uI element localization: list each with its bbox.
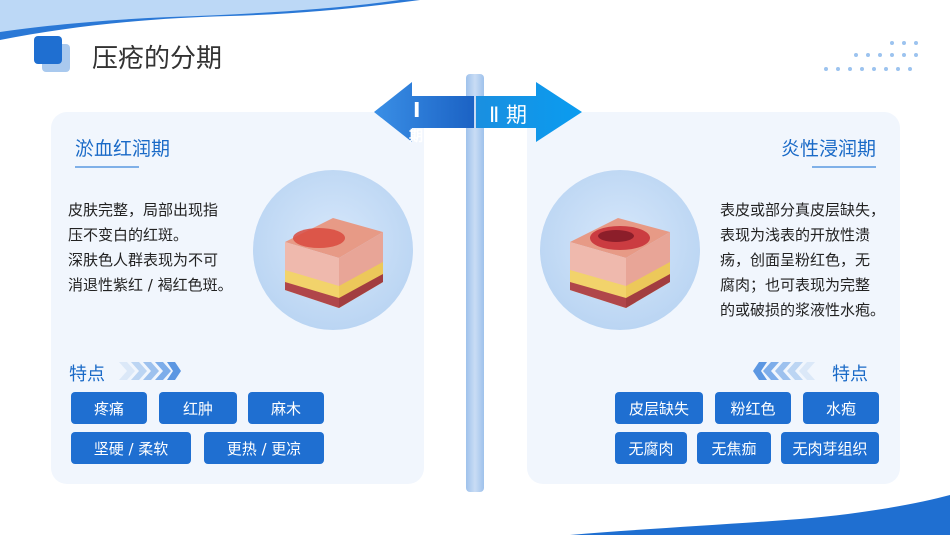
description-line: 压不变白的红斑。	[68, 226, 189, 244]
tag-firmness: 坚硬 / 柔软	[71, 432, 191, 464]
stage-1-title: 淤血红润期	[75, 138, 171, 160]
tag-blister: 水疱	[803, 392, 879, 424]
tag-numbness: 麻木	[248, 392, 324, 424]
tag-skin-loss: 皮层缺失	[615, 392, 703, 424]
description-line: 表皮或部分真皮层缺失，	[720, 201, 886, 219]
stage-2-title-underline	[812, 166, 876, 168]
stage-1-card: 淤血红润期 皮肤完整，局部出现指 压不变白的红斑。 深肤色人群表现为不可 消退性…	[51, 112, 424, 484]
stage-1-arrow-label[interactable]: Ⅰ	[413, 98, 421, 122]
description-line: 疡，创面呈粉红色，无	[720, 251, 871, 269]
bottom-wave-decoration	[570, 495, 950, 535]
top-wave-decoration	[0, 0, 420, 40]
stage-2-card: 炎性浸润期 表皮或部分真皮层缺失， 表现为浅表的开放性溃 疡，创面呈粉红色，无 …	[527, 112, 900, 484]
stage-2-feature-label: 特点	[832, 364, 868, 385]
stage-2-description: 表皮或部分真皮层缺失， 表现为浅表的开放性溃 疡，创面呈粉红色，无 腐肉；也可表…	[720, 198, 892, 323]
skin-layer-ulcer-icon	[540, 170, 700, 330]
tag-pain: 疼痛	[71, 392, 147, 424]
stage-1-feature-label: 特点	[69, 364, 105, 385]
skin-layer-redness-icon	[253, 170, 413, 330]
stage-2-arrow-label[interactable]: Ⅱ 期	[489, 103, 528, 127]
chevrons-left-icon	[753, 362, 815, 380]
stage-1-title-underline	[75, 166, 139, 168]
description-line: 腐肉；也可表现为完整	[720, 276, 871, 294]
stage-1-arrow-sub-label: 期	[409, 129, 423, 145]
stage-2-title: 炎性浸润期	[780, 138, 876, 160]
tag-no-granulation: 无肉芽组织	[781, 432, 879, 464]
chevrons-right-icon	[119, 362, 181, 380]
tag-no-slough: 无腐肉	[615, 432, 687, 464]
title-square-icon	[34, 36, 62, 64]
stage-2-arrow-right	[476, 82, 582, 142]
stage-1-arrow-left	[374, 82, 474, 142]
description-line: 深肤色人群表现为不可	[68, 251, 219, 269]
stage-arrows	[374, 82, 582, 142]
tag-temperature: 更热 / 更凉	[204, 432, 324, 464]
dot-grid-decoration	[824, 41, 918, 71]
description-line: 表现为浅表的开放性溃	[720, 226, 871, 244]
page-title: 压疮的分期	[92, 44, 223, 74]
description-line: 消退性紫红 / 褐红色斑。	[68, 276, 233, 294]
tag-no-eschar: 无焦痂	[697, 432, 771, 464]
description-line: 皮肤完整，局部出现指	[68, 201, 219, 219]
description-line: 的或破损的浆液性水疱。	[720, 301, 886, 319]
tag-swelling: 红肿	[159, 392, 237, 424]
stage-1-description: 皮肤完整，局部出现指 压不变白的红斑。 深肤色人群表现为不可 消退性紫红 / 褐…	[68, 198, 238, 298]
center-divider-bar	[466, 74, 484, 492]
tag-pink: 粉红色	[715, 392, 791, 424]
